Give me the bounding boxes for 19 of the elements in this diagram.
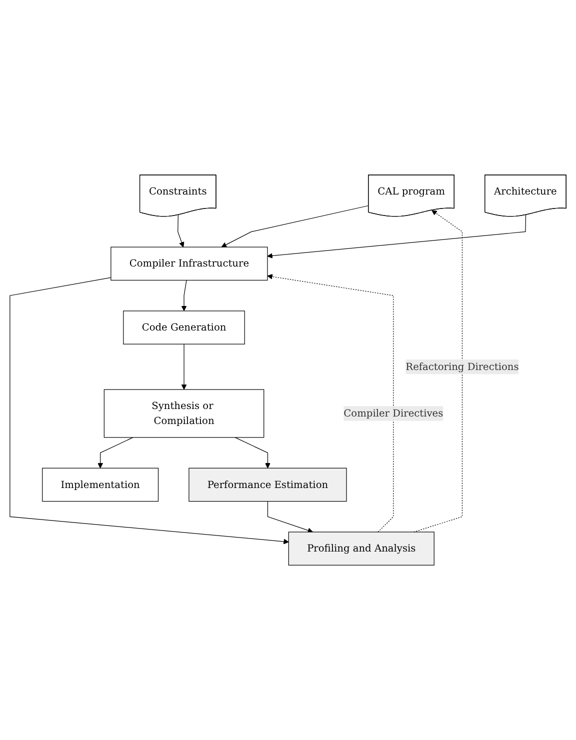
node-box: Compiler Infrastructure: [110, 246, 268, 280]
edge-label: Compiler Directives: [344, 407, 444, 419]
arrow: [221, 205, 369, 248]
arrow: [10, 277, 289, 544]
arrow: [234, 437, 270, 468]
arrow: [98, 437, 134, 468]
node-box: Synthesis or Compilation: [104, 389, 264, 438]
arrow: [413, 210, 463, 532]
node-box: Implementation: [42, 468, 159, 502]
arrow: [267, 500, 313, 533]
arrow: [181, 344, 187, 390]
node-box: Code Generation: [123, 310, 245, 344]
arrow: [181, 280, 187, 312]
edge-label: Refactoring Directions: [406, 360, 519, 372]
node-box: Profiling and Analysis: [288, 532, 434, 566]
arrow: [267, 274, 394, 532]
arrow: [178, 214, 184, 248]
node-box: Performance Estimation: [188, 468, 347, 502]
arrow: [267, 214, 526, 258]
